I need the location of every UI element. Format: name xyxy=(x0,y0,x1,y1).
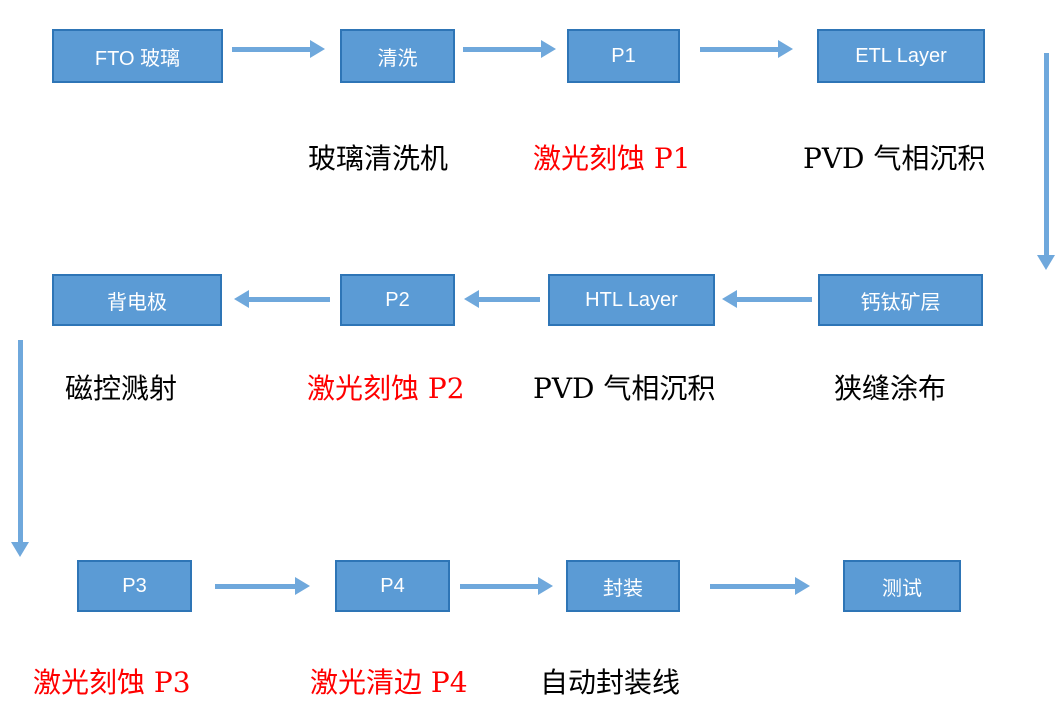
annotation-pvd-deposition-2: PVD 气相沉积 xyxy=(533,372,716,405)
process-box-back-electrode: 背电极 xyxy=(52,274,222,326)
process-box-label: 封装 xyxy=(603,577,643,600)
process-box-p2: P2 xyxy=(340,274,455,326)
process-box-label: FTO 玻璃 xyxy=(94,47,181,70)
arrow-perovskite-to-htl-line xyxy=(737,296,812,302)
annotation-laser-scribe-p3: 激光刻蚀 P3 xyxy=(33,666,191,699)
process-box-label: 背电极 xyxy=(107,291,167,314)
annotation-magnetron-sputter: 磁控溅射 xyxy=(65,372,178,405)
arrow-p3-to-p4-head xyxy=(295,577,310,595)
arrow-perovskite-to-htl-head xyxy=(722,290,737,308)
arrow-backelectrode-down-head xyxy=(11,542,29,557)
arrow-encapsulation-to-test-head xyxy=(795,577,810,595)
arrow-cleaning-to-p1-line xyxy=(463,46,541,52)
process-box-etl-layer: ETL Layer xyxy=(817,29,985,83)
annotation-laser-scribe-p2: 激光刻蚀 P2 xyxy=(307,372,465,405)
process-box-label: 测试 xyxy=(882,577,922,600)
annotation-pvd-deposition-1: PVD 气相沉积 xyxy=(803,142,986,175)
annotation-glass-washer: 玻璃清洗机 xyxy=(308,142,449,175)
process-box-htl-layer: HTL Layer xyxy=(548,274,715,326)
process-box-p1: P1 xyxy=(567,29,680,83)
arrow-fto-to-cleaning-line xyxy=(232,46,310,52)
annotation-slot-die-coating: 狭缝涂布 xyxy=(834,372,947,405)
arrow-p1-to-etl-head xyxy=(778,40,793,58)
arrow-etl-down-line xyxy=(1043,53,1049,255)
arrow-cleaning-to-p1-head xyxy=(541,40,556,58)
arrow-p4-to-encapsulation-head xyxy=(538,577,553,595)
arrow-htl-to-p2-head xyxy=(464,290,479,308)
process-box-label: 钙钛矿层 xyxy=(860,291,941,314)
process-box-label: HTL Layer xyxy=(585,288,678,311)
arrow-etl-down-head xyxy=(1037,255,1055,270)
arrow-encapsulation-to-test-line xyxy=(710,583,795,589)
process-box-label: P4 xyxy=(380,574,405,597)
arrow-p4-to-encapsulation-line xyxy=(460,583,538,589)
annotation-auto-encap-line: 自动封装线 xyxy=(540,666,681,699)
annotation-laser-scribe-p1: 激光刻蚀 P1 xyxy=(533,142,691,175)
process-box-label: P2 xyxy=(385,288,410,311)
arrow-fto-to-cleaning-head xyxy=(310,40,325,58)
arrow-htl-to-p2-line xyxy=(479,296,540,302)
arrow-p3-to-p4-line xyxy=(215,583,295,589)
arrow-p1-to-etl-line xyxy=(700,46,778,52)
process-box-label: 清洗 xyxy=(377,47,418,70)
process-box-p3: P3 xyxy=(77,560,192,612)
annotation-laser-edge-p4: 激光清边 P4 xyxy=(310,666,468,699)
process-box-testing: 测试 xyxy=(843,560,961,612)
process-box-cleaning: 清洗 xyxy=(340,29,455,83)
process-box-encapsulation: 封装 xyxy=(566,560,680,612)
process-box-fto-glass: FTO 玻璃 xyxy=(52,29,223,83)
arrow-p2-to-backelectrode-line xyxy=(249,296,330,302)
process-box-label: P3 xyxy=(122,574,147,597)
process-box-p4: P4 xyxy=(335,560,450,612)
arrow-backelectrode-down-line xyxy=(17,340,23,542)
process-box-perovskite-layer: 钙钛矿层 xyxy=(818,274,983,326)
process-box-label: P1 xyxy=(611,44,636,67)
arrow-p2-to-backelectrode-head xyxy=(234,290,249,308)
process-box-label: ETL Layer xyxy=(855,44,947,67)
